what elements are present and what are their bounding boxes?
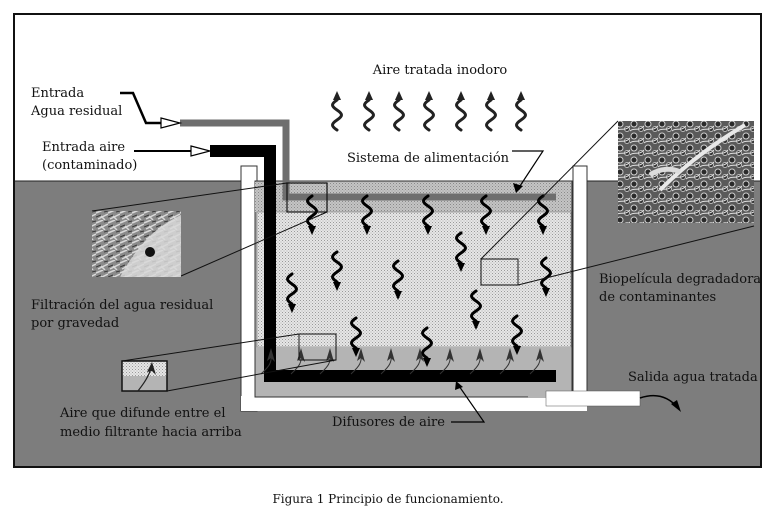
treated-water-outlet-label: Salida agua tratada	[628, 370, 758, 385]
water-flow-arrow	[361, 194, 373, 228]
zoom-box-diffuser	[298, 333, 337, 361]
water-flow-arrow	[480, 194, 492, 228]
treated-air-arrow	[363, 96, 375, 132]
feed-system-pointer	[512, 150, 545, 190]
wastewater-pipe	[180, 119, 556, 201]
treated-air-arrow-head	[457, 91, 465, 100]
wastewater-inlet-label-1: Entrada	[31, 86, 84, 101]
water-flow-arrow-head	[308, 226, 316, 235]
diffuser-air-arrow-head	[416, 348, 424, 362]
treated-air-arrow	[515, 96, 527, 132]
water-flow-arrow-head	[472, 321, 480, 330]
wastewater-inlet-label-2: Agua residual	[30, 104, 122, 119]
treated-air-arrow-head	[395, 91, 403, 100]
air-pipe	[210, 145, 556, 382]
treated-air-arrow	[485, 96, 497, 132]
treated-air-arrow-head	[333, 91, 341, 100]
diffuser-detail-inset	[121, 360, 168, 392]
diffuser-air-arrow-head	[446, 348, 454, 362]
water-flow-arrow	[286, 272, 298, 306]
treated-air-arrow	[423, 96, 435, 132]
tank-wall-right	[572, 165, 588, 397]
water-flow-arrow	[422, 194, 434, 228]
zoom-box-feed-pipe	[286, 182, 328, 213]
diffuser-air-arrow-head	[536, 348, 544, 362]
diffuser-air-arrow-head	[506, 348, 514, 362]
water-flow-arrow	[540, 256, 552, 290]
water-flow-arrow	[392, 259, 404, 293]
water-flow-arrow-head	[424, 226, 432, 235]
biofilm-photo-inset	[618, 121, 754, 223]
water-flow-arrow	[331, 250, 343, 284]
tank-floor	[241, 396, 587, 411]
diffuser-air-arrow-head	[387, 348, 395, 362]
water-flow-arrow-head	[457, 263, 465, 272]
water-flow-arrow-head	[539, 226, 547, 235]
water-flow-arrow-head	[394, 291, 402, 300]
water-flow-arrow	[470, 289, 482, 323]
diffuser-air-arrow-head	[357, 348, 365, 362]
water-flow-arrow	[421, 326, 433, 360]
diffuser-air-arrow-head	[267, 348, 275, 362]
feed-system-label: Sistema de alimentación	[347, 151, 510, 166]
water-flow-arrow-head	[513, 346, 521, 355]
air-diffusers-label: Difusores de aire	[332, 415, 445, 430]
diffuser-air-arrows	[260, 348, 544, 375]
water-flow-arrow-head	[423, 358, 431, 367]
biofilm-label-1: Biopelícula degradadora	[599, 272, 761, 287]
treated-water-outlet-pipe	[545, 390, 641, 407]
treated-air-arrows	[331, 91, 527, 132]
air-diffusing-label-1: Aire que difunde entre el	[59, 406, 225, 421]
treated-air-arrow-head	[517, 91, 525, 100]
water-flow-arrow	[455, 231, 467, 265]
filter-media	[256, 211, 572, 348]
treated-air-arrow	[331, 96, 343, 132]
water-flow-arrow	[350, 316, 362, 350]
water-flow-arrow-head	[363, 226, 371, 235]
treated-air-arrow-head	[365, 91, 373, 100]
treated-air-arrow	[455, 96, 467, 132]
air-inlet-label-1: Entrada aire	[42, 140, 125, 155]
water-flow-arrows	[286, 194, 552, 367]
treated-air-arrow-head	[487, 91, 495, 100]
water-flow-arrow-head	[542, 288, 550, 297]
diffuser-air-arrow-head	[326, 348, 334, 362]
water-flow-arrow-head	[352, 348, 360, 357]
biofilm-label-2: de contaminantes	[599, 290, 716, 305]
water-flow-arrow	[511, 314, 523, 348]
water-flow-arrow-head	[333, 282, 341, 291]
treated-air-label: Aire tratada inodoro	[372, 63, 508, 78]
water-flow-arrow-head	[288, 304, 296, 313]
diffuser-air-arrow-head	[476, 348, 484, 362]
gravity-filtration-label-2: por gravedad	[31, 316, 119, 331]
zoom-box-biofilm	[480, 258, 519, 286]
treated-air-arrow	[393, 96, 405, 132]
water-flow-arrow-head	[482, 226, 490, 235]
gravity-filtration-label-1: Filtración del agua residual	[31, 298, 213, 313]
wastewater-inlet-pointer	[120, 91, 162, 125]
air-inlet-label-2: (contaminado)	[42, 158, 137, 173]
outlet-notch	[528, 388, 546, 398]
air-diffusers-pointer	[451, 385, 486, 423]
figure-caption: Figura 1 Principio de funcionamiento.	[272, 492, 504, 506]
air-diffusing-label-2: medio filtrante hacia arriba	[60, 425, 242, 440]
treated-air-arrow-head	[425, 91, 433, 100]
